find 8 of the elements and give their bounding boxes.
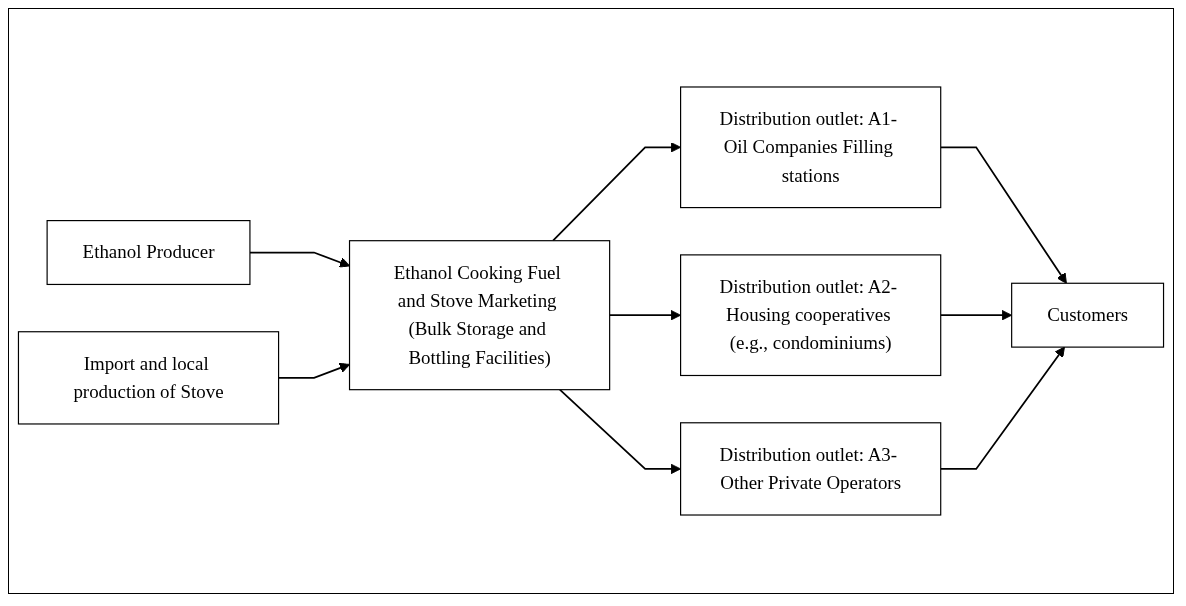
node-box: Distribution outlet: A1- Oil Companies Filling stations (680, 86, 942, 209)
node-box: Import and local production of Stove (17, 331, 280, 425)
node-box: Customers (1011, 282, 1165, 348)
node-box: Ethanol Producer (46, 220, 251, 286)
node-box: Distribution outlet: A3- Other Private Operators (680, 422, 942, 516)
arrow (249, 251, 350, 268)
node-box: Ethanol Cooking Fuel and Stove Marketing (Bulk Storage and Bottling Facilities) (348, 240, 611, 391)
node-box: Distribution outlet: A2- Housing cooperatives (e.g., condominiums) (680, 254, 942, 377)
